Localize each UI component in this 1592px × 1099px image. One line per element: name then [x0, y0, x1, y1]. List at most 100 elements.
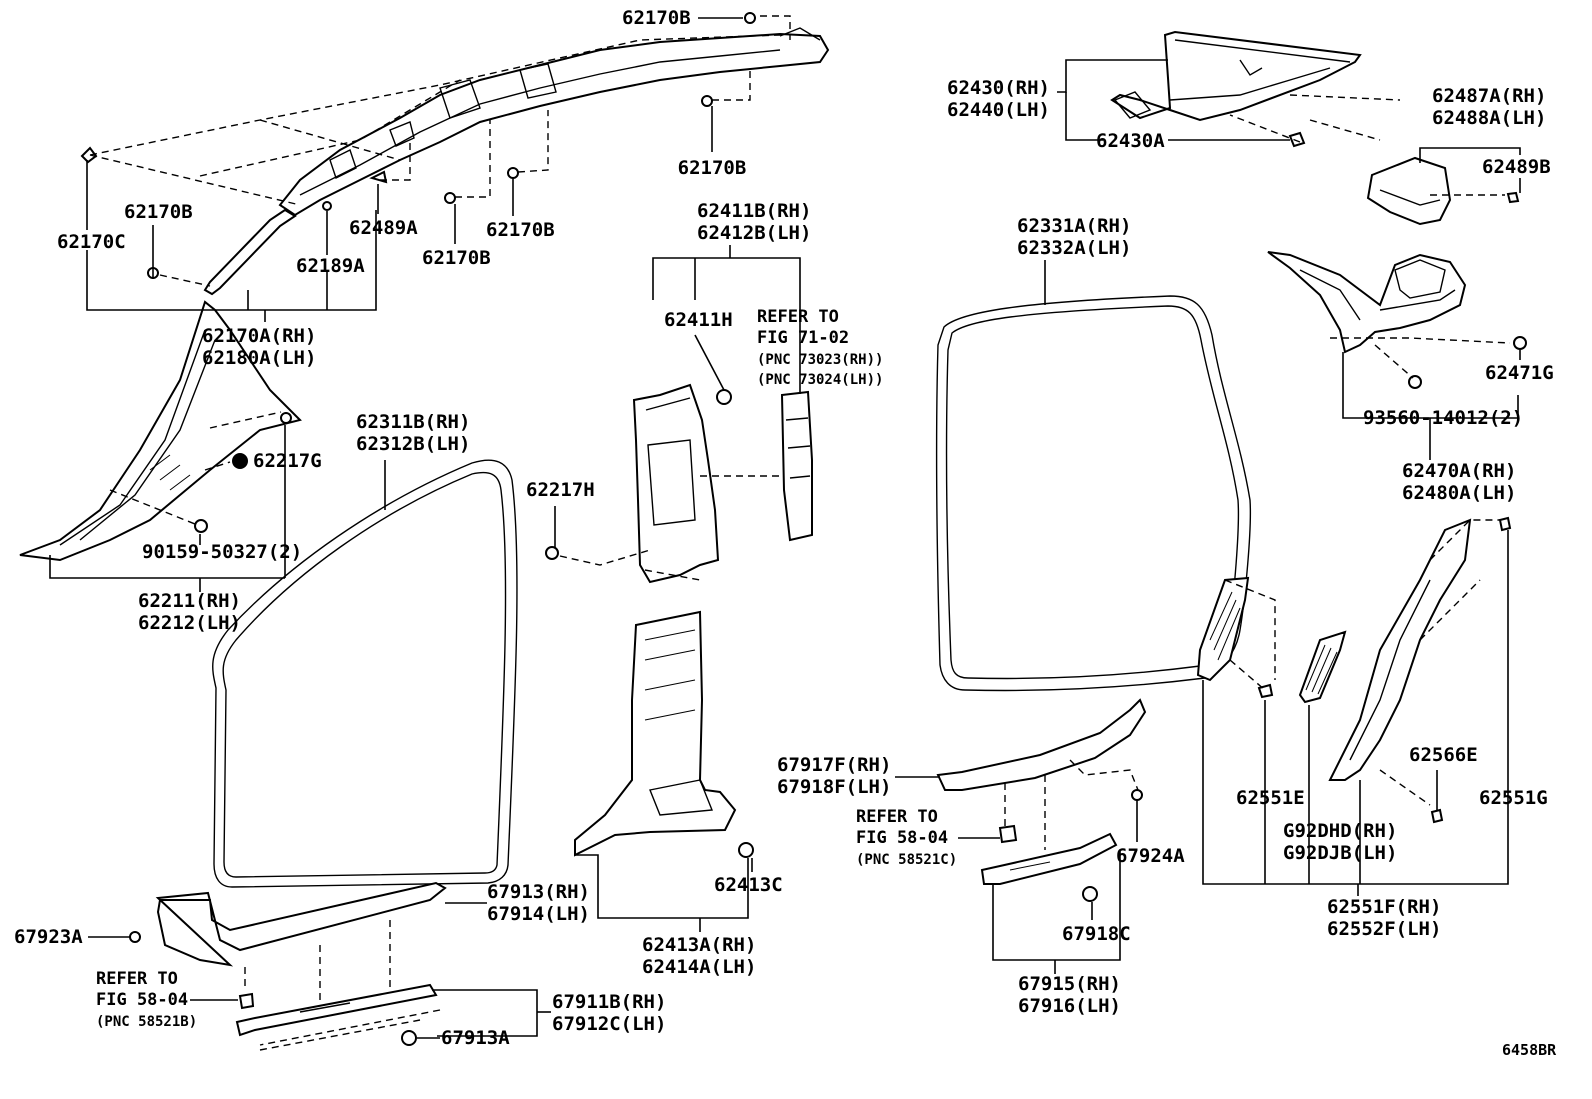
- label-line: 62430(RH): [947, 77, 1050, 99]
- label-line: 67911B(RH): [552, 991, 666, 1013]
- label-62413a: 62413A(RH)62414A(LH): [642, 934, 756, 978]
- ref-line: FIG 58-04: [96, 990, 188, 1010]
- cross-references: REFER TO FIG 71-02 (PNC 73023(RH)) (PNC 730…: [96, 307, 957, 1030]
- label-62170b-top: 62170B: [622, 7, 691, 29]
- label-line: 67916(LH): [1018, 995, 1121, 1017]
- label-line: 62170A(RH): [202, 325, 316, 347]
- label-62489b: 62489B: [1482, 156, 1551, 178]
- label-line: 62480A(LH): [1402, 482, 1516, 504]
- label-90159: 90159-50327(2): [142, 541, 302, 563]
- quarter-garnish-part: [1267, 251, 1527, 389]
- label-line: 62411H: [664, 309, 733, 331]
- rear-door-weatherstrip-part: [935, 295, 1252, 692]
- label-62170b-left: 62170B: [124, 201, 193, 223]
- label-line: 62180A(LH): [202, 347, 316, 369]
- label-62430a: 62430A: [1096, 130, 1165, 152]
- ref-pnc: (PNC 73024(LH)): [757, 372, 883, 388]
- label-line: 62332A(LH): [1017, 237, 1131, 259]
- label-line: 62552F(LH): [1327, 918, 1441, 940]
- label-line: 62331A(RH): [1017, 215, 1131, 237]
- rear-scuff-plate-part: [936, 698, 1147, 902]
- ref-line: FIG 71-02: [757, 328, 849, 348]
- label-line: 62487A(RH): [1432, 85, 1546, 107]
- label-62551e: 62551E: [1236, 787, 1305, 809]
- ref-line: FIG 58-04: [856, 828, 948, 848]
- figure-code: 6458BR: [1502, 1041, 1557, 1059]
- center-pillar-lower-part: [574, 610, 754, 858]
- label-67913: 67913(RH)67914(LH): [487, 881, 590, 925]
- label-62411b: 62411B(RH)62412B(LH): [697, 200, 811, 244]
- label-line: G92DJB(LH): [1283, 842, 1397, 864]
- projection-lines: [89, 15, 1511, 1051]
- label-line: 62212(LH): [138, 612, 241, 634]
- seat-belt-anchor-part: [780, 390, 813, 542]
- label-67918c: 67918C: [1062, 923, 1131, 945]
- label-line: 62217G: [253, 450, 322, 472]
- label-line: 62413C: [714, 874, 783, 896]
- front-scuff-plate-part: [129, 881, 447, 1046]
- label-67923a: 67923A: [14, 926, 83, 948]
- ref-pnc: (PNC 58521C): [856, 852, 957, 868]
- label-line: 62412B(LH): [697, 222, 811, 244]
- label-62170b-right: 62170B: [678, 157, 747, 179]
- ref-line: REFER TO: [856, 807, 938, 827]
- label-line: 62430A: [1096, 130, 1165, 152]
- label-line: 62170B: [124, 201, 193, 223]
- front-door-weatherstrip-part: [212, 459, 518, 888]
- label-line: 62311B(RH): [356, 411, 470, 433]
- ref-line: REFER TO: [96, 969, 178, 989]
- label-62311b: 62311B(RH)62312B(LH): [356, 411, 470, 455]
- label-line: 67912C(LH): [552, 1013, 666, 1035]
- ref-pnc: (PNC 73023(RH)): [757, 352, 883, 368]
- label-line: 62551E: [1236, 787, 1305, 809]
- label-62170b-low: 62170B: [422, 247, 491, 269]
- label-line: 67913A: [441, 1027, 510, 1049]
- label-67917f: 67917F(RH)67918F(LH): [777, 754, 891, 798]
- label-62170a: 62170A(RH)62180A(LH): [202, 325, 316, 369]
- label-62471g: 62471G: [1485, 362, 1554, 384]
- label-line: 62489A: [349, 217, 418, 239]
- label-67924a: 67924A: [1116, 845, 1185, 867]
- label-line: 62551F(RH): [1327, 896, 1441, 918]
- label-line: 62312B(LH): [356, 433, 470, 455]
- label-line: 67918F(LH): [777, 776, 891, 798]
- label-line: 62470A(RH): [1402, 460, 1516, 482]
- label-line: 62566E: [1409, 744, 1478, 766]
- label-line: 62170B: [678, 157, 747, 179]
- label-62487a: 62487A(RH)62488A(LH): [1432, 85, 1546, 129]
- label-line: 67915(RH): [1018, 973, 1121, 995]
- label-62566e: 62566E: [1409, 744, 1478, 766]
- ref-pnc: (PNC 58521B): [96, 1014, 197, 1030]
- label-line: 62413A(RH): [642, 934, 756, 956]
- label-line: 67918C: [1062, 923, 1131, 945]
- label-62331a: 62331A(RH)62332A(LH): [1017, 215, 1131, 259]
- label-93560: 93560-14012(2): [1363, 407, 1523, 429]
- label-62470a: 62470A(RH)62480A(LH): [1402, 460, 1516, 504]
- label-line: 67924A: [1116, 845, 1185, 867]
- part-number-labels: 62170B 62170B 62170B 62170C 62489A 62170…: [14, 7, 1554, 1049]
- label-line: 62551G: [1479, 787, 1548, 809]
- label-line: 62211(RH): [138, 590, 241, 612]
- label-line: 67913(RH): [487, 881, 590, 903]
- label-62430: 62430(RH)62440(LH): [947, 77, 1050, 121]
- label-67915: 67915(RH)67916(LH): [1018, 973, 1121, 1017]
- label-62170b-mid: 62170B: [486, 219, 555, 241]
- label-67911b: 67911B(RH)67912C(LH): [552, 991, 666, 1035]
- label-line: 67917F(RH): [777, 754, 891, 776]
- label-line: 62170B: [622, 7, 691, 29]
- roof-side-garnish-part: [1110, 30, 1362, 148]
- label-62413c: 62413C: [714, 874, 783, 896]
- label-line: 93560-14012(2): [1363, 407, 1523, 429]
- garnish-cover-part: [1366, 156, 1520, 226]
- center-pillar-upper-part: [545, 383, 732, 584]
- label-g92dhd: G92DHD(RH)G92DJB(LH): [1283, 820, 1397, 864]
- label-62217h: 62217H: [526, 479, 595, 501]
- label-line: 62489B: [1482, 156, 1551, 178]
- label-62411h: 62411H: [664, 309, 733, 331]
- label-line: 62411B(RH): [697, 200, 811, 222]
- label-line: 67923A: [14, 926, 83, 948]
- front-pillar-garnish-part: [19, 300, 302, 562]
